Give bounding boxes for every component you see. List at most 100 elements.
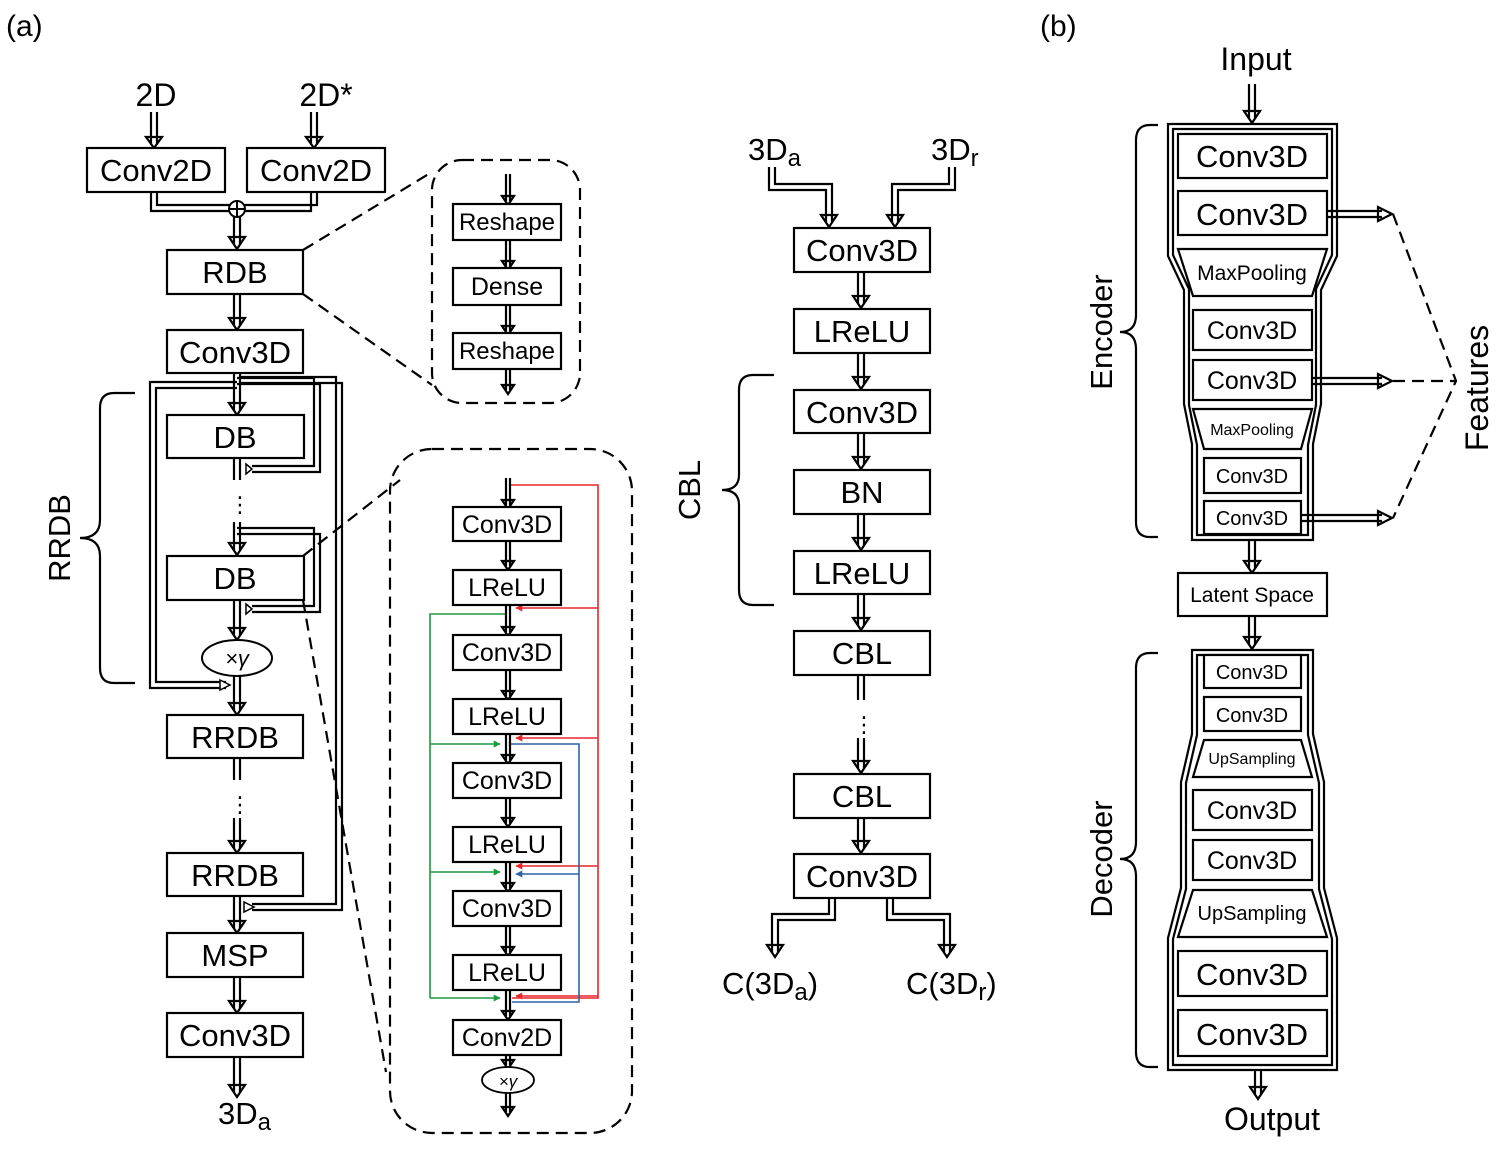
- svg-text:×γ: ×γ: [225, 646, 251, 671]
- cbl-brace-label: CBL: [672, 460, 707, 520]
- input-2d-star-label: 2D*: [299, 77, 352, 113]
- svg-text:RDB: RDB: [202, 255, 267, 290]
- features-label: Features: [1459, 325, 1495, 451]
- disc-lrelu-block-2: LReLU: [792, 549, 932, 596]
- enc-conv3d-block-6: Conv3D: [1202, 499, 1303, 536]
- latent-space-block: Latent Space: [1176, 571, 1329, 618]
- svg-text:Conv3D: Conv3D: [1216, 508, 1288, 530]
- svg-text:RRDB: RRDB: [191, 720, 279, 755]
- disc-bn-block: BN: [792, 468, 932, 516]
- encoder-brace: [1119, 123, 1158, 539]
- svg-text:Conv3D: Conv3D: [1216, 466, 1288, 488]
- svg-text:Conv3D: Conv3D: [806, 395, 918, 430]
- rrdb-brace-label: RRDB: [42, 494, 77, 582]
- disc-cbl-block-1: CBL: [792, 629, 932, 677]
- disc-conv3d-block-2: Conv3D: [792, 388, 932, 435]
- svg-text:BN: BN: [840, 475, 883, 510]
- encoder-label: Encoder: [1084, 274, 1119, 389]
- svg-text:MaxPooling: MaxPooling: [1197, 262, 1307, 285]
- svg-text:CBL: CBL: [832, 636, 892, 671]
- svg-text:Conv3D: Conv3D: [1196, 197, 1308, 232]
- svg-text:Reshape: Reshape: [459, 209, 555, 236]
- dec-upsampling-block-2: UpSampling: [1176, 888, 1329, 939]
- svg-text:Conv3D: Conv3D: [1196, 1017, 1308, 1052]
- svg-text:Conv3D: Conv3D: [1216, 662, 1288, 684]
- ae-output-label: Output: [1224, 1101, 1320, 1137]
- disc-input-r-label: 3Dr: [931, 132, 979, 172]
- cbl-brace: [721, 373, 774, 607]
- feature-connectors: [1301, 205, 1458, 527]
- svg-text:LReLU: LReLU: [468, 703, 546, 731]
- svg-text:UpSampling: UpSampling: [1198, 903, 1307, 925]
- db-detail-arrows: [499, 478, 517, 1118]
- db-conv3d-block-1: Conv3D: [451, 505, 563, 543]
- db-lrelu-block-2: LReLU: [451, 697, 563, 736]
- svg-text:LReLU: LReLU: [814, 556, 911, 591]
- svg-text:Conv2D: Conv2D: [462, 1024, 552, 1052]
- panel-a-label: (a): [6, 10, 43, 43]
- svg-text:DB: DB: [213, 561, 256, 596]
- db-zoom-lines: [301, 479, 401, 1073]
- db-ellipsis: ⋮: [229, 492, 251, 517]
- svg-text:Conv3D: Conv3D: [462, 639, 552, 667]
- svg-text:RRDB: RRDB: [191, 858, 279, 893]
- cbl-ellipsis: ⋮: [853, 712, 875, 737]
- dense-block: Dense: [451, 266, 563, 307]
- svg-text:LReLU: LReLU: [468, 959, 546, 987]
- decoder-brace: [1119, 651, 1158, 1069]
- svg-text:Reshape: Reshape: [459, 338, 555, 365]
- input-2d-label: 2D: [136, 77, 177, 113]
- conv2d-block-2: Conv2D: [245, 146, 387, 194]
- disc-conv3d-block-3: Conv3D: [792, 852, 932, 900]
- svg-text:LReLU: LReLU: [468, 574, 546, 602]
- enc-maxpooling-block-1: MaxPooling: [1176, 247, 1329, 298]
- db-conv3d-block-2: Conv3D: [451, 633, 563, 672]
- ae-main-arrows: [1241, 84, 1269, 1101]
- svg-text:UpSampling: UpSampling: [1208, 751, 1295, 768]
- dec-conv3d-block-4: Conv3D: [1191, 838, 1314, 882]
- enc-conv3d-block-2: Conv3D: [1176, 189, 1329, 237]
- msp-block: MSP: [165, 931, 305, 979]
- svg-text:MSP: MSP: [201, 938, 268, 973]
- enc-conv3d-block-5: Conv3D: [1202, 456, 1303, 495]
- dec-conv3d-block-1: Conv3D: [1202, 653, 1303, 690]
- rrdb-ellipsis: ⋮: [229, 792, 251, 817]
- db-conv2d-block: Conv2D: [451, 1018, 563, 1057]
- generator-output-label: 3Da: [218, 1096, 272, 1136]
- conv3d-block-gen-1: Conv3D: [165, 328, 305, 375]
- svg-text:Conv3D: Conv3D: [462, 511, 552, 539]
- rrdb-block-1: RRDB: [165, 713, 305, 760]
- svg-text:Conv3D: Conv3D: [1196, 139, 1308, 174]
- rdb-detail-frame: [430, 158, 582, 405]
- enc-conv3d-block-1: Conv3D: [1176, 132, 1329, 180]
- dec-conv3d-block-5: Conv3D: [1176, 949, 1329, 998]
- dec-conv3d-block-6: Conv3D: [1176, 1008, 1329, 1058]
- svg-text:Conv3D: Conv3D: [1207, 797, 1297, 825]
- svg-text:Conv3D: Conv3D: [1207, 847, 1297, 875]
- svg-text:Conv3D: Conv3D: [1207, 317, 1297, 345]
- dec-conv3d-block-2: Conv3D: [1202, 695, 1303, 733]
- discriminator-arrows: [764, 167, 958, 959]
- db-block-2: DB: [165, 554, 306, 602]
- rdb-detail-arrows: [499, 174, 517, 396]
- svg-text:Conv2D: Conv2D: [100, 153, 212, 188]
- decoder-frame: [1166, 648, 1339, 1072]
- generator-arrows: [143, 112, 344, 1099]
- svg-text:LReLU: LReLU: [468, 831, 546, 859]
- reshape-block-1: Reshape: [451, 202, 563, 242]
- svg-text:Conv2D: Conv2D: [260, 153, 372, 188]
- db-conv3d-block-3: Conv3D: [451, 761, 563, 800]
- db-gamma-node: ×γ: [481, 1066, 535, 1094]
- rrdb-block-2: RRDB: [165, 851, 305, 898]
- svg-text:MaxPooling: MaxPooling: [1210, 422, 1294, 439]
- svg-text:Conv3D: Conv3D: [179, 335, 291, 370]
- rrdb-brace: [79, 391, 135, 685]
- enc-conv3d-block-3: Conv3D: [1191, 308, 1314, 352]
- db-lrelu-block-1: LReLU: [451, 568, 563, 607]
- gamma-scale-node: ×γ: [201, 639, 273, 677]
- svg-text:Conv3D: Conv3D: [462, 767, 552, 795]
- svg-text:CBL: CBL: [832, 779, 892, 814]
- svg-text:Conv3D: Conv3D: [1196, 957, 1308, 992]
- enc-conv3d-block-4: Conv3D: [1191, 358, 1314, 402]
- disc-input-a-label: 3Da: [748, 132, 802, 172]
